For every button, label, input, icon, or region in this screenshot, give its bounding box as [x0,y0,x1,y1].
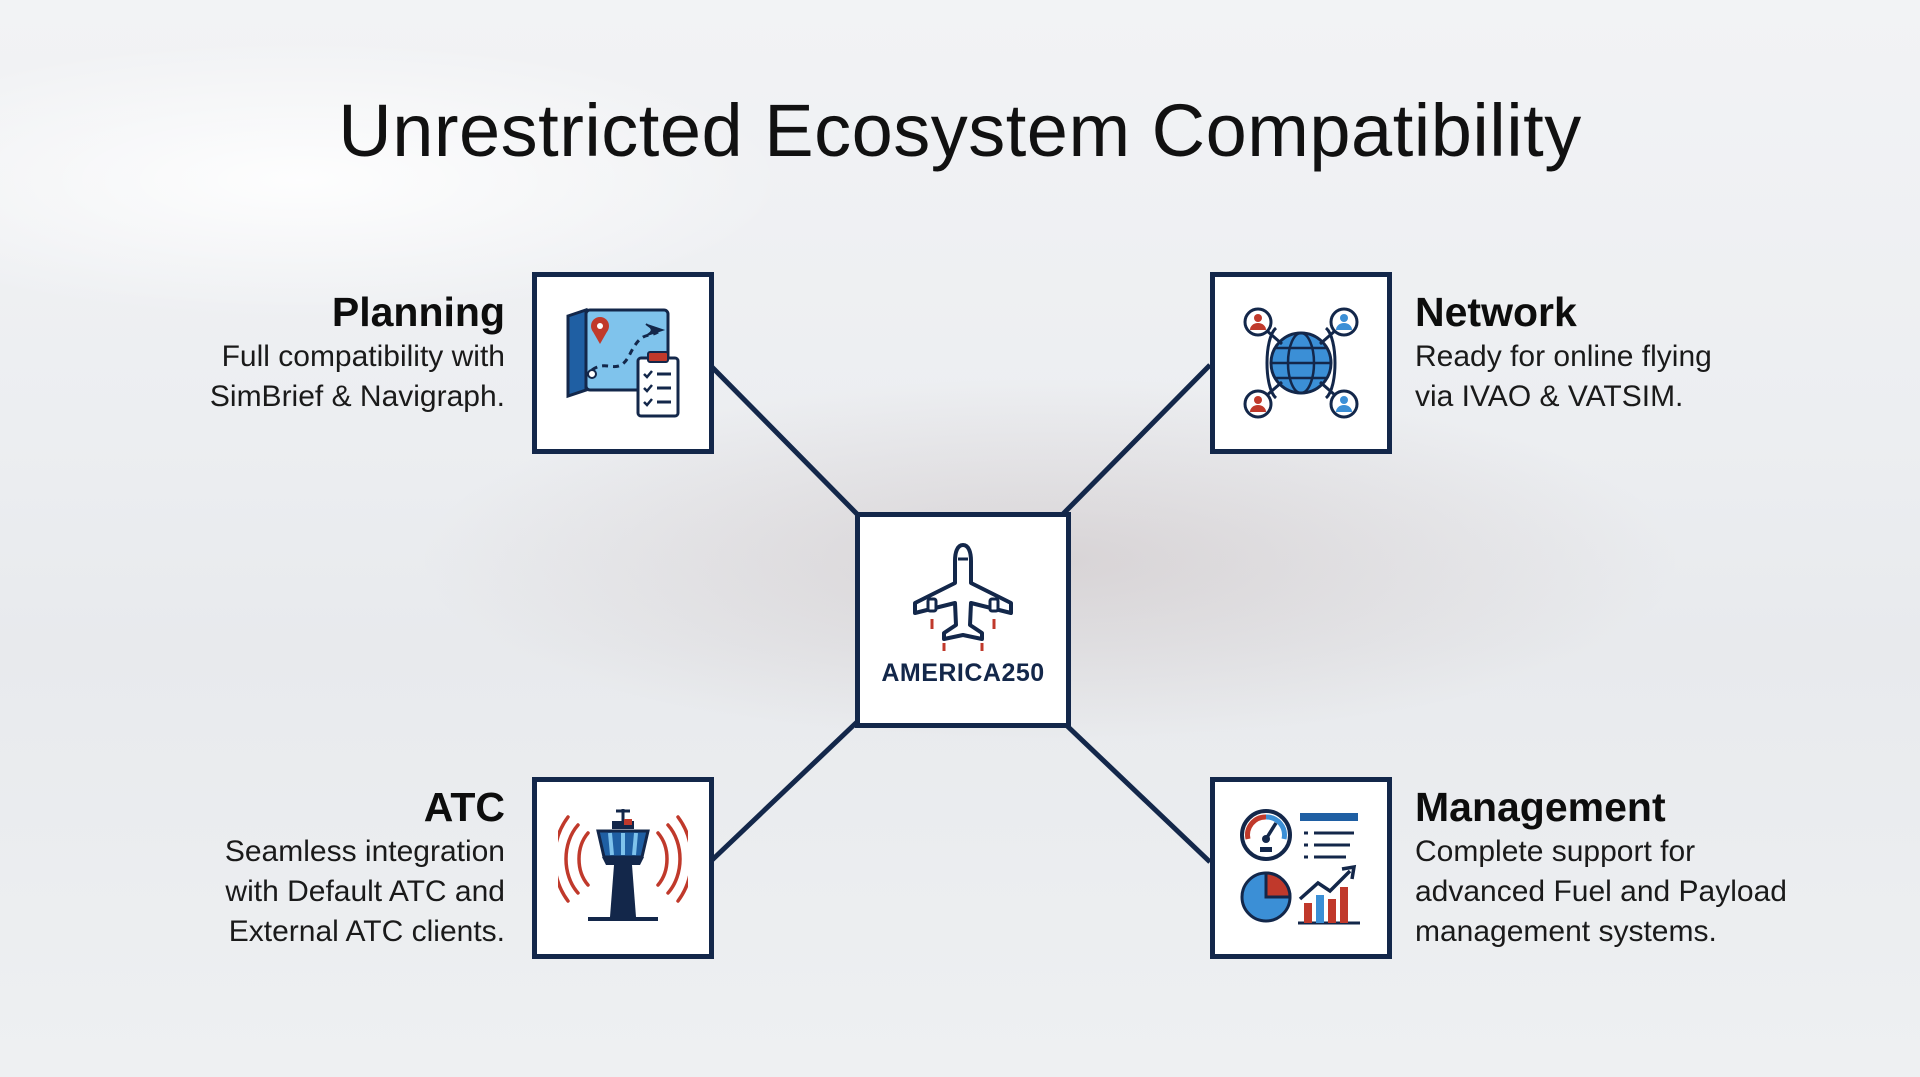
atc-text: ATC Seamless integration with Default AT… [140,782,505,952]
network-globe-icon [1243,307,1359,419]
network-heading: Network [1415,289,1577,335]
planning-text: Planning Full compatibility with SimBrie… [140,287,505,417]
flight-plan-map-icon [566,307,680,418]
planning-node [532,272,714,454]
management-heading: Management [1415,784,1666,830]
dashboard-charts-icon [1240,809,1360,925]
connector-network [1061,363,1212,516]
page-title: Unrestricted Ecosystem Compatibility [338,89,1582,172]
connector-planning [708,363,859,516]
atc-heading: ATC [423,784,505,830]
network-text: Network Ready for online flying via IVAO… [1415,287,1855,417]
airplane-icon [913,543,1013,651]
atc-node [532,777,714,959]
management-text: Management Complete support for advanced… [1415,782,1875,952]
management-node [1210,777,1392,959]
connector-management [1061,720,1212,864]
control-tower-icon [558,809,688,921]
center-node: AMERICA250 [855,512,1071,728]
network-description: Ready for online flying via IVAO & VATSI… [1415,340,1712,413]
planning-description: Full compatibility with SimBrief & Navig… [209,340,505,413]
center-label: AMERICA250 [881,659,1045,687]
connector-atc [708,720,859,864]
atc-description: Seamless integration with Default ATC an… [224,835,505,948]
planning-heading: Planning [331,289,505,335]
network-node [1210,272,1392,454]
management-description: Complete support for advanced Fuel and P… [1415,835,1787,948]
